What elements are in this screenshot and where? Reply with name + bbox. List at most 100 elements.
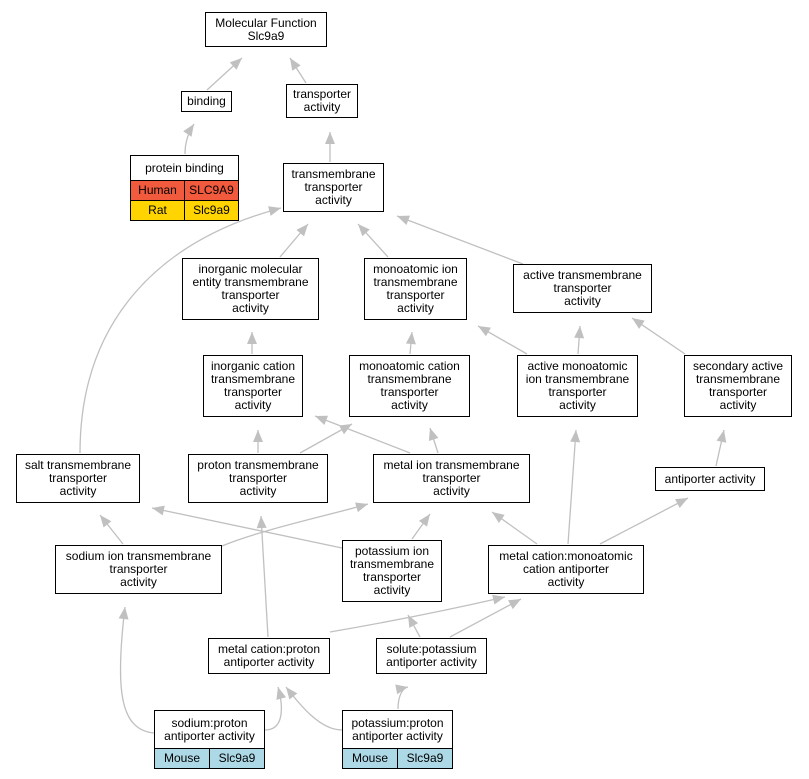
edge-metal-cation-monoatomic-to-antiporter — [599, 497, 689, 545]
species-cell: Mouse — [343, 749, 397, 768]
node-binding[interactable]: binding — [181, 91, 232, 112]
node-metal-ion-transmembrane[interactable]: metal ion transmembrane transporter acti… — [373, 454, 530, 503]
arrowhead — [675, 498, 688, 508]
arrowhead — [428, 428, 439, 441]
edge-metal-cation-monoatomic-to-active-monoatomic — [567, 429, 581, 545]
arrowhead — [325, 132, 335, 144]
edge-active-monoatomic-to-active-tm — [574, 325, 585, 355]
node-transmembrane-transporter[interactable]: transmembrane transporter activity — [283, 163, 384, 212]
edge-sodium-proton-to-sodium-ion — [118, 606, 155, 734]
arrowhead — [397, 215, 410, 225]
arrowhead — [405, 332, 416, 345]
edge-metal-ion-to-inorganic-cation — [314, 415, 411, 454]
arrowhead — [286, 687, 298, 700]
edge-potassium-ion-to-salt — [151, 505, 343, 549]
edge-metal-cation-proton-to-proton — [256, 515, 269, 638]
node-potassium-proton-antiporter[interactable]: potassium:proton antiporter activity Mou… — [342, 710, 453, 769]
arrowhead — [253, 430, 263, 442]
arrowhead — [492, 594, 505, 605]
edge-salt-to-tm — [79, 206, 282, 454]
gene-cell: Slc9a9 — [397, 749, 452, 768]
node-monoatomic-ion[interactable]: monoatomic ion transmembrane transporter… — [364, 258, 467, 320]
arrowhead — [315, 415, 328, 426]
arrowhead — [100, 515, 112, 528]
edge-metal-cation-monoatomic-to-metal-ion — [491, 511, 538, 545]
node-solute-potassium[interactable]: solute:potassium antiporter activity — [376, 638, 487, 674]
edge-binding-to-mf — [206, 57, 243, 91]
protein-binding-title: protein binding — [145, 160, 224, 175]
edge-metal-ion-to-monoatomic-cation — [428, 427, 439, 454]
arrowhead — [418, 514, 430, 527]
arrowhead — [247, 332, 257, 344]
edge-sodium-ion-to-salt — [99, 514, 124, 545]
arrowhead — [358, 224, 370, 237]
node-protein-binding[interactable]: protein binding Human SLC9A9 Rat Slc9a9 — [130, 155, 239, 221]
node-active-transmembrane[interactable]: active transmembrane transporter activit… — [513, 264, 652, 313]
edge-inorganic-molecular-to-tm — [279, 223, 309, 258]
node-inorganic-cation[interactable]: inorganic cation transmembrane transport… — [203, 355, 303, 417]
edge-sodium-ion-to-metal-ion — [221, 502, 369, 547]
arrowhead — [632, 318, 645, 329]
edge-potassium-ion-to-metal-ion — [411, 513, 431, 540]
node-secondary-active[interactable]: secondary active transmembrane transport… — [684, 355, 792, 417]
edge-proton-to-inorganic-cation — [253, 430, 263, 453]
edge-solute-potassium-to-potassium-ion — [407, 614, 421, 638]
arrowhead — [570, 430, 581, 443]
edge-active-tm-to-tm — [396, 215, 524, 265]
node-sodium-proton-antiporter[interactable]: sodium:proton antiporter activity Mouse … — [154, 710, 265, 769]
arrowhead — [290, 58, 301, 71]
arrowhead — [395, 684, 408, 695]
node-inorganic-molecular-entity[interactable]: inorganic molecular entity transmembrane… — [182, 258, 319, 320]
species-cell: Rat — [131, 201, 184, 220]
node-sodium-ion-transmembrane[interactable]: sodium ion transmembrane transporter act… — [55, 545, 222, 594]
protein-binding-row-rat: Rat Slc9a9 — [131, 200, 238, 220]
gene-cell: Slc9a9 — [209, 749, 264, 768]
edge-sodium-proton-to-metal-cation-proton — [264, 686, 287, 731]
edge-monoatomic-cation-to-monoatomic-ion — [405, 331, 416, 355]
edge-potassium-proton-to-solute-potassium — [395, 684, 409, 710]
sodium-proton-title: sodium:proton antiporter activity — [164, 715, 255, 743]
arrowhead — [256, 516, 267, 529]
arrowhead — [183, 124, 194, 137]
arrowhead — [152, 505, 165, 516]
edge-solute-potassium-to-metal-cation-monoatomic — [449, 598, 522, 638]
edge-monoatomic-ion-to-tm — [357, 223, 389, 258]
node-molecular-function[interactable]: Molecular Function Slc9a9 — [205, 12, 327, 47]
edge-active-monoatomic-to-monoatomic-ion — [477, 325, 528, 355]
edge-protein-binding-to-binding — [183, 123, 195, 155]
species-cell: Mouse — [155, 749, 209, 768]
arrowhead — [478, 326, 491, 337]
edge-inorganic-cation-to-inorganic-molecular — [247, 332, 257, 354]
gene-cell: SLC9A9 — [184, 181, 238, 200]
node-metal-cation-proton[interactable]: metal cation:proton antiporter activity — [208, 638, 330, 674]
edge-tm-to-transporter — [325, 132, 335, 162]
node-metal-cation-monoatomic[interactable]: metal cation:monoatomic cation antiporte… — [488, 545, 644, 594]
arrowhead — [229, 58, 242, 70]
arrowhead — [408, 615, 419, 628]
arrowhead — [716, 430, 727, 443]
edge-secondary-active-to-active-tm — [631, 317, 686, 355]
arrowhead — [268, 206, 281, 216]
potassium-proton-row-mouse: Mouse Slc9a9 — [343, 748, 452, 768]
arrowhead — [276, 687, 287, 700]
node-active-monoatomic-ion[interactable]: active monoatomic ion transmembrane tran… — [517, 355, 638, 417]
sodium-proton-row-mouse: Mouse Slc9a9 — [155, 748, 264, 768]
arrowhead — [574, 326, 585, 339]
edge-potassium-proton-to-metal-cation-proton — [285, 686, 343, 731]
node-proton-transmembrane[interactable]: proton transmembrane transporter activit… — [188, 454, 328, 503]
edge-transporter-to-mf — [289, 57, 307, 84]
node-transporter-activity[interactable]: transporter activity — [286, 84, 358, 118]
species-cell: Human — [131, 181, 184, 200]
arrowhead — [355, 502, 368, 513]
node-antiporter-activity[interactable]: antiporter activity — [655, 467, 765, 491]
edge-metal-cation-proton-to-metal-cation-monoatomic — [329, 594, 506, 633]
gene-cell: Slc9a9 — [184, 201, 238, 220]
potassium-proton-title: potassium:proton antiporter activity — [351, 715, 444, 743]
arrowhead — [118, 607, 129, 620]
node-monoatomic-cation[interactable]: monoatomic cation transmembrane transpor… — [349, 355, 470, 417]
protein-binding-row-human: Human SLC9A9 — [131, 180, 238, 200]
node-salt-transmembrane[interactable]: salt transmembrane transporter activity — [16, 454, 140, 503]
node-potassium-ion-transmembrane[interactable]: potassium ion transmembrane transporter … — [342, 540, 442, 602]
